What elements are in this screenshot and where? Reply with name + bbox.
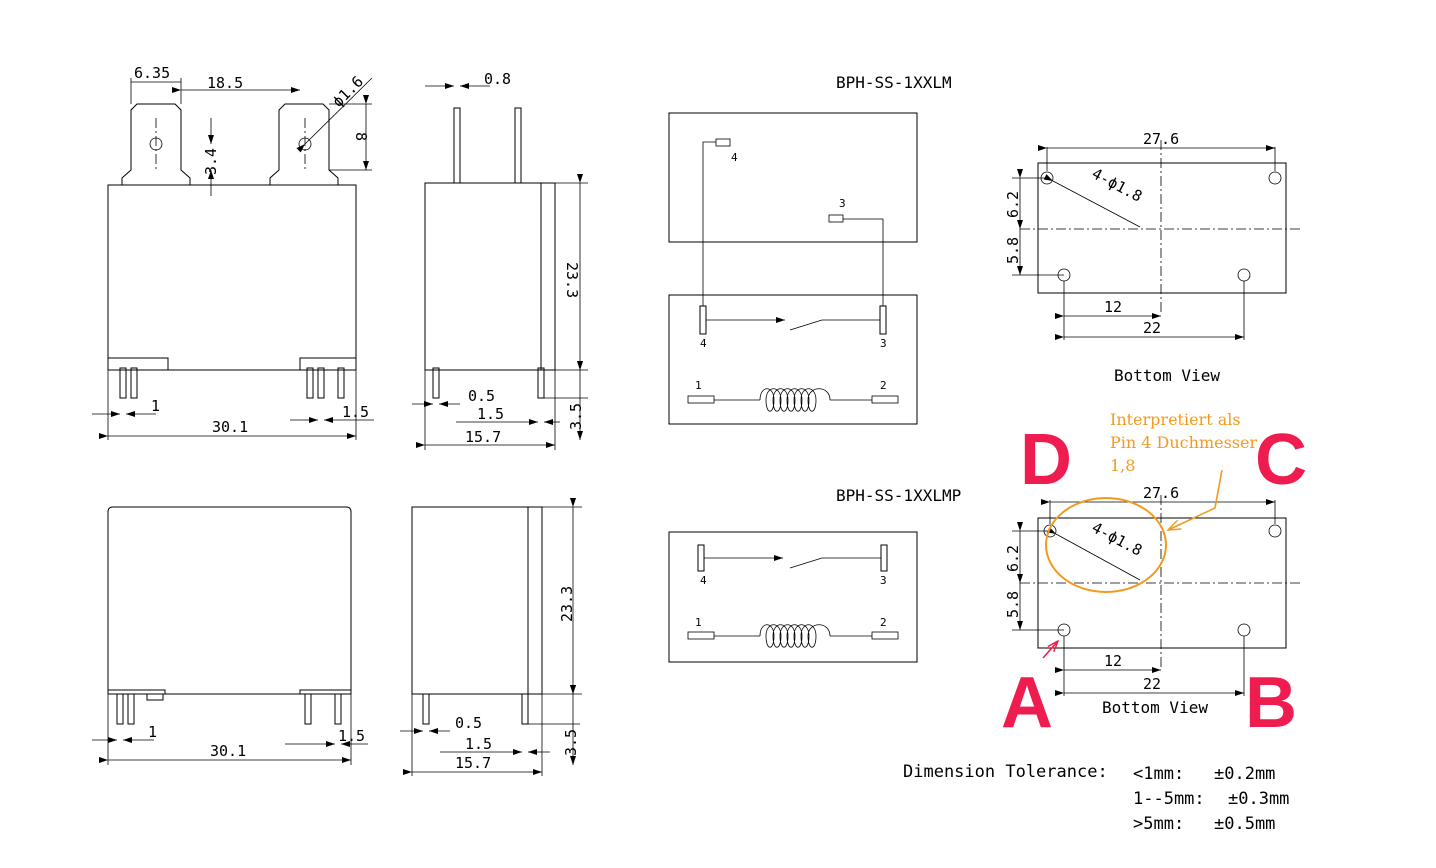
annotation-line-2: Pin 4 Duchmesser xyxy=(1110,433,1257,452)
schematic-lm: 4 3 4 3 1 2 xyxy=(668,112,918,425)
marker-c: C xyxy=(1255,420,1307,500)
dim-1-5: 1.5 xyxy=(342,403,369,421)
bottom-view-label-b: Bottom View xyxy=(1102,698,1208,717)
tolerance-row3-value: ±0.5mm xyxy=(1214,814,1275,834)
dim-18-5: 18.5 xyxy=(207,74,243,92)
side-view-top: 0.8 23.3 0.5 1.5 15.7 3.5 xyxy=(412,70,588,450)
tolerance-table: Dimension Tolerance: <1mm: ±0.2mm 1--5mm… xyxy=(903,762,1289,834)
pin-2-lmp: 2 xyxy=(880,616,887,629)
holes-spec: 4-ϕ1.8 xyxy=(1089,164,1145,205)
tolerance-row3-range: >5mm: xyxy=(1133,814,1184,834)
pin-3-top: 3 xyxy=(839,197,846,210)
dim-30-1: 30.1 xyxy=(212,418,248,436)
dim-27-6: 27.6 xyxy=(1143,130,1179,148)
dim-1-b: 1 xyxy=(148,723,157,741)
annotation-line-1: Interpretiert als xyxy=(1110,410,1241,429)
marker-b: B xyxy=(1245,663,1297,743)
dim-22: 22 xyxy=(1143,319,1161,337)
dim-3-5-b: 3.5 xyxy=(562,729,580,756)
dim-6-2-b: 6.2 xyxy=(1004,545,1022,572)
dim-12-b: 12 xyxy=(1104,652,1122,670)
pin-1-coil: 1 xyxy=(695,379,702,392)
tolerance-row1-value: ±0.2mm xyxy=(1214,764,1275,784)
side-view-bottom: 23.3 0.5 1.5 15.7 3.5 xyxy=(400,498,582,776)
dim-5-8-b: 5.8 xyxy=(1004,591,1022,618)
bottom-view-top: 27.6 4-ϕ1.8 6.2 5.8 12 22 Bottom View xyxy=(1004,130,1300,385)
highlight-ellipse xyxy=(1045,497,1167,593)
front-view-bottom: 1 1.5 30.1 xyxy=(92,506,368,765)
dim-3-5: 3.5 xyxy=(567,403,585,430)
holes-spec-b: 4-ϕ1.8 xyxy=(1089,518,1145,559)
schematic-lmp: 4 3 1 2 xyxy=(668,531,918,663)
pin-4-top: 4 xyxy=(731,151,738,164)
tolerance-row2-range: 1--5mm: xyxy=(1133,789,1205,809)
dim-23-3-b: 23.3 xyxy=(558,586,576,622)
front-view-top: 6.35 18.5 ϕ1.6 8 3.4 1 1.5 30.1 xyxy=(92,64,374,440)
dim-6-35: 6.35 xyxy=(134,64,170,82)
bottom-view-label: Bottom View xyxy=(1114,366,1220,385)
dim-0-5: 0.5 xyxy=(468,387,495,405)
dim-1-5-side-b: 1.5 xyxy=(465,735,492,753)
dim-1-5-side: 1.5 xyxy=(477,405,504,423)
pin-4-no: 4 xyxy=(700,337,707,350)
dim-8: 8 xyxy=(352,132,370,141)
marker-d: D xyxy=(1020,420,1072,500)
tolerance-heading: Dimension Tolerance: xyxy=(903,762,1108,782)
dim-0-8: 0.8 xyxy=(484,70,511,88)
dim-27-6-b: 27.6 xyxy=(1143,484,1179,502)
dim-30-1-b: 30.1 xyxy=(210,742,246,760)
pin-3-lmp: 3 xyxy=(880,574,887,587)
pin-3-no: 3 xyxy=(880,337,887,350)
dim-15-7-b: 15.7 xyxy=(455,754,491,772)
marker-a: A xyxy=(1001,663,1053,743)
marker-a-arrow xyxy=(1042,641,1058,659)
tolerance-row2-value: ±0.3mm xyxy=(1228,789,1289,809)
dim-3-4: 3.4 xyxy=(202,148,220,175)
annotation-line-3: 1,8 xyxy=(1110,456,1135,475)
dim-0-5-b: 0.5 xyxy=(455,714,482,732)
tolerance-row1-range: <1mm: xyxy=(1133,764,1184,784)
bottom-view-annotated: 27.6 4-ϕ1.8 6.2 5.8 12 22 Bottom View In… xyxy=(1001,410,1307,743)
annotation-arrow xyxy=(1168,469,1223,530)
dim-22-b: 22 xyxy=(1143,675,1161,693)
dim-1-5-b: 1.5 xyxy=(338,727,365,745)
dim-15-7: 15.7 xyxy=(465,428,501,446)
dim-12: 12 xyxy=(1104,298,1122,316)
pin-1-lmp: 1 xyxy=(695,616,702,629)
dim-23-3: 23.3 xyxy=(563,262,581,298)
dim-6-2: 6.2 xyxy=(1004,191,1022,218)
dim-phi-1-6: ϕ1.6 xyxy=(329,72,367,110)
dim-5-8: 5.8 xyxy=(1004,237,1022,264)
model-title-lm: BPH-SS-1XXLM xyxy=(836,73,952,92)
dim-1: 1 xyxy=(151,397,160,415)
pin-2-coil: 2 xyxy=(880,379,887,392)
model-title-lmp: BPH-SS-1XXLMP xyxy=(836,486,961,505)
pin-4-lmp: 4 xyxy=(700,574,707,587)
